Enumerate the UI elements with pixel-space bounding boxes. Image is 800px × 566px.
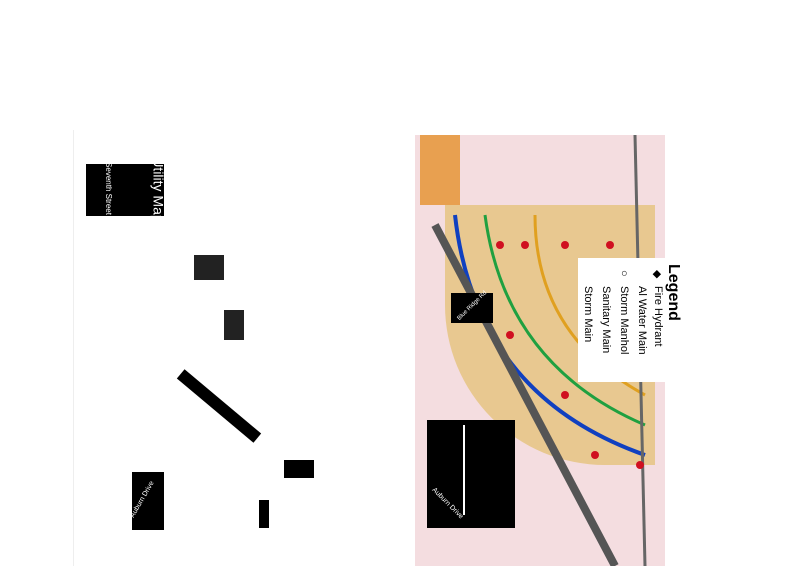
title-block: Utility Map Seventh Street <box>86 157 167 223</box>
street-label-block: Auburn Drive <box>129 472 164 530</box>
development-top <box>420 135 460 205</box>
building <box>194 255 224 280</box>
legend-item: Sanitary Main <box>600 286 612 354</box>
diamond-icon: ◆ <box>651 270 663 279</box>
legend-title: Legend <box>665 264 682 321</box>
left-panel: Utility Map Seventh Street Auburn Drive <box>73 130 364 566</box>
street-label: Auburn Drive <box>430 486 465 521</box>
building <box>284 460 314 478</box>
street-label-block: Blue Ridge Rd <box>451 290 493 323</box>
road-shape <box>176 369 262 443</box>
legend-item: Storm Main <box>582 286 594 343</box>
legend-item: Storm Manhol <box>618 286 630 355</box>
legend-item: Fire Hydrant <box>652 286 664 347</box>
map-subtitle: Seventh Street <box>103 162 113 215</box>
building <box>259 500 269 528</box>
street-label-block: Auburn Drive <box>427 420 515 528</box>
street-label: Blue Ridge Rd <box>456 290 489 322</box>
street-label: Auburn Drive <box>129 480 156 519</box>
legend: Legend ◆ Fire Hydrant Al Water Main ○ St… <box>578 258 682 382</box>
circle-icon: ○ <box>618 270 630 277</box>
building <box>224 310 244 340</box>
map-title: Utility Map <box>150 157 167 223</box>
legend-item: Al Water Main <box>636 286 648 355</box>
